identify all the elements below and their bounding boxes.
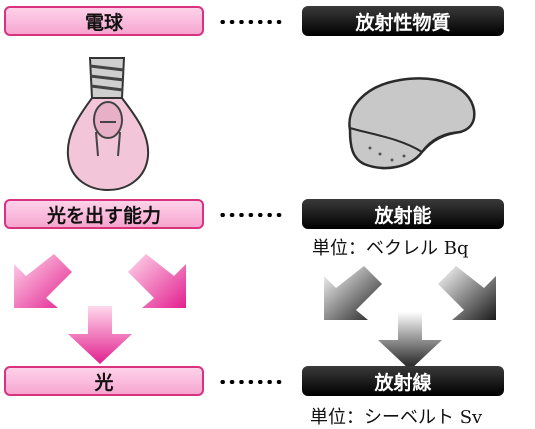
label-radiation-text: 放射線 xyxy=(374,371,432,394)
label-light: 光 xyxy=(4,366,204,396)
unit-sievert: 単位：シーベルト Sv xyxy=(310,407,483,428)
rock-icon xyxy=(348,77,476,170)
dotted-connector-1 xyxy=(218,20,284,24)
pink-arrows xyxy=(14,254,186,364)
label-light-bulb-text: 電球 xyxy=(84,11,123,34)
dotted-connector-2 xyxy=(218,213,284,217)
label-light-emitting-ability-text: 光を出す能力 xyxy=(46,204,161,227)
label-radiation: 放射線 xyxy=(302,366,504,396)
light-bulb-icon xyxy=(66,57,150,192)
label-radioactive-material-text: 放射性物質 xyxy=(355,11,451,34)
dotted-connector-3 xyxy=(218,380,284,384)
unit-becquerel: 単位：ベクレル Bq xyxy=(312,238,469,259)
label-light-bulb: 電球 xyxy=(4,6,204,36)
label-light-text: 光 xyxy=(94,371,114,394)
label-radioactivity-text: 放射能 xyxy=(374,204,432,227)
label-light-emitting-ability: 光を出す能力 xyxy=(4,199,204,229)
label-radioactive-material: 放射性物質 xyxy=(302,6,504,36)
black-arrows xyxy=(324,266,496,370)
label-radioactivity: 放射能 xyxy=(302,199,504,229)
